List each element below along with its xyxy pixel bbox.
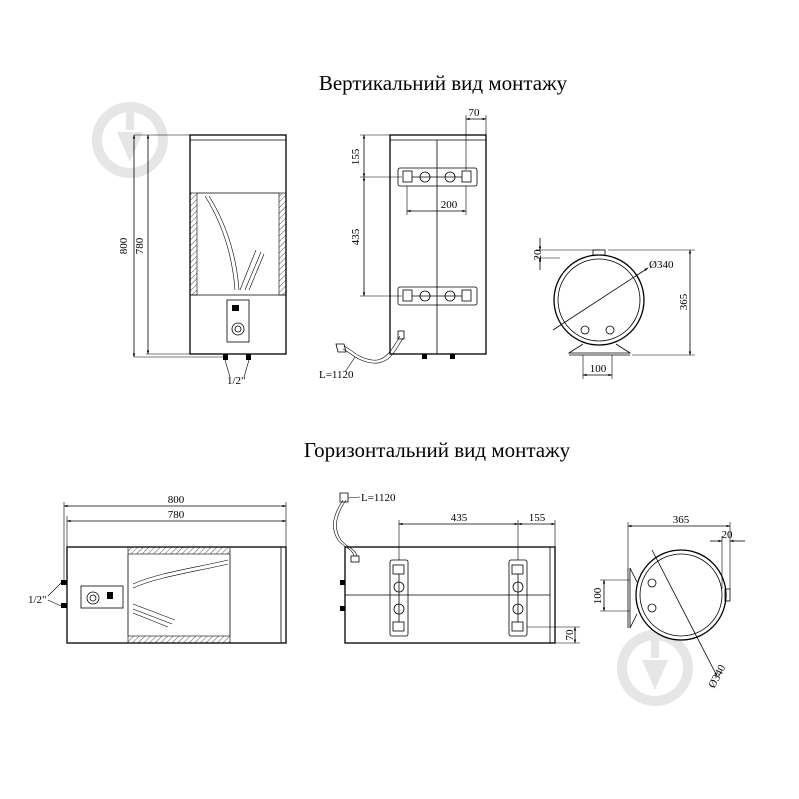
v-cable-label: L=1120 xyxy=(319,369,354,381)
h-foot-height-label: 100 xyxy=(592,587,604,604)
h-tank-length-label: 780 xyxy=(168,509,185,521)
v-bracket-edge-label: 70 xyxy=(469,107,481,119)
vertical-front-view: 1/2" 800 780 xyxy=(118,134,287,387)
h-cable-label: L=1120 xyxy=(361,492,396,504)
horizontal-front-view: 1/2" 800 780 xyxy=(28,494,287,644)
v-bracket-spacing-label: 435 xyxy=(350,228,362,245)
horizontal-back-view: L=1120 435 155 70 xyxy=(333,492,580,644)
vertical-side-view: Ø340 20 365 100 xyxy=(532,238,695,379)
vertical-back-view: L=1120 155 435 200 70 xyxy=(319,107,487,381)
vertical-title: Вертикальний вид монтажу xyxy=(319,71,568,95)
v-total-height-label: 800 xyxy=(118,237,130,254)
v-bracket-top-label: 155 xyxy=(350,148,362,165)
h-bracket-offset-label: 155 xyxy=(529,512,546,524)
h-depth-label: 365 xyxy=(673,514,690,526)
v-tank-height-label: 780 xyxy=(134,237,146,254)
watermark-pin-icon xyxy=(91,102,168,178)
h-bracket-spacing-label: 435 xyxy=(451,512,468,524)
h-diameter-label: Ø340 xyxy=(706,663,728,691)
v-foot-width-label: 100 xyxy=(590,363,607,375)
watermark-pin-icon xyxy=(616,630,693,706)
h-side-offset-label: 20 xyxy=(722,529,734,541)
h-pipe-thread-label: 1/2" xyxy=(28,594,47,606)
v-top-offset-label: 20 xyxy=(532,249,544,261)
v-diameter-label: Ø340 xyxy=(649,259,674,271)
horizontal-title: Горизонтальний вид монтажу xyxy=(304,438,571,462)
horizontal-side-view: Ø340 365 20 100 xyxy=(592,514,745,690)
h-bracket-edge-label: 70 xyxy=(564,629,576,641)
v-pipe-thread-label: 1/2" xyxy=(227,375,246,387)
v-bracket-width-label: 200 xyxy=(441,199,458,211)
h-total-length-label: 800 xyxy=(168,494,185,506)
v-depth-label: 365 xyxy=(678,293,690,310)
